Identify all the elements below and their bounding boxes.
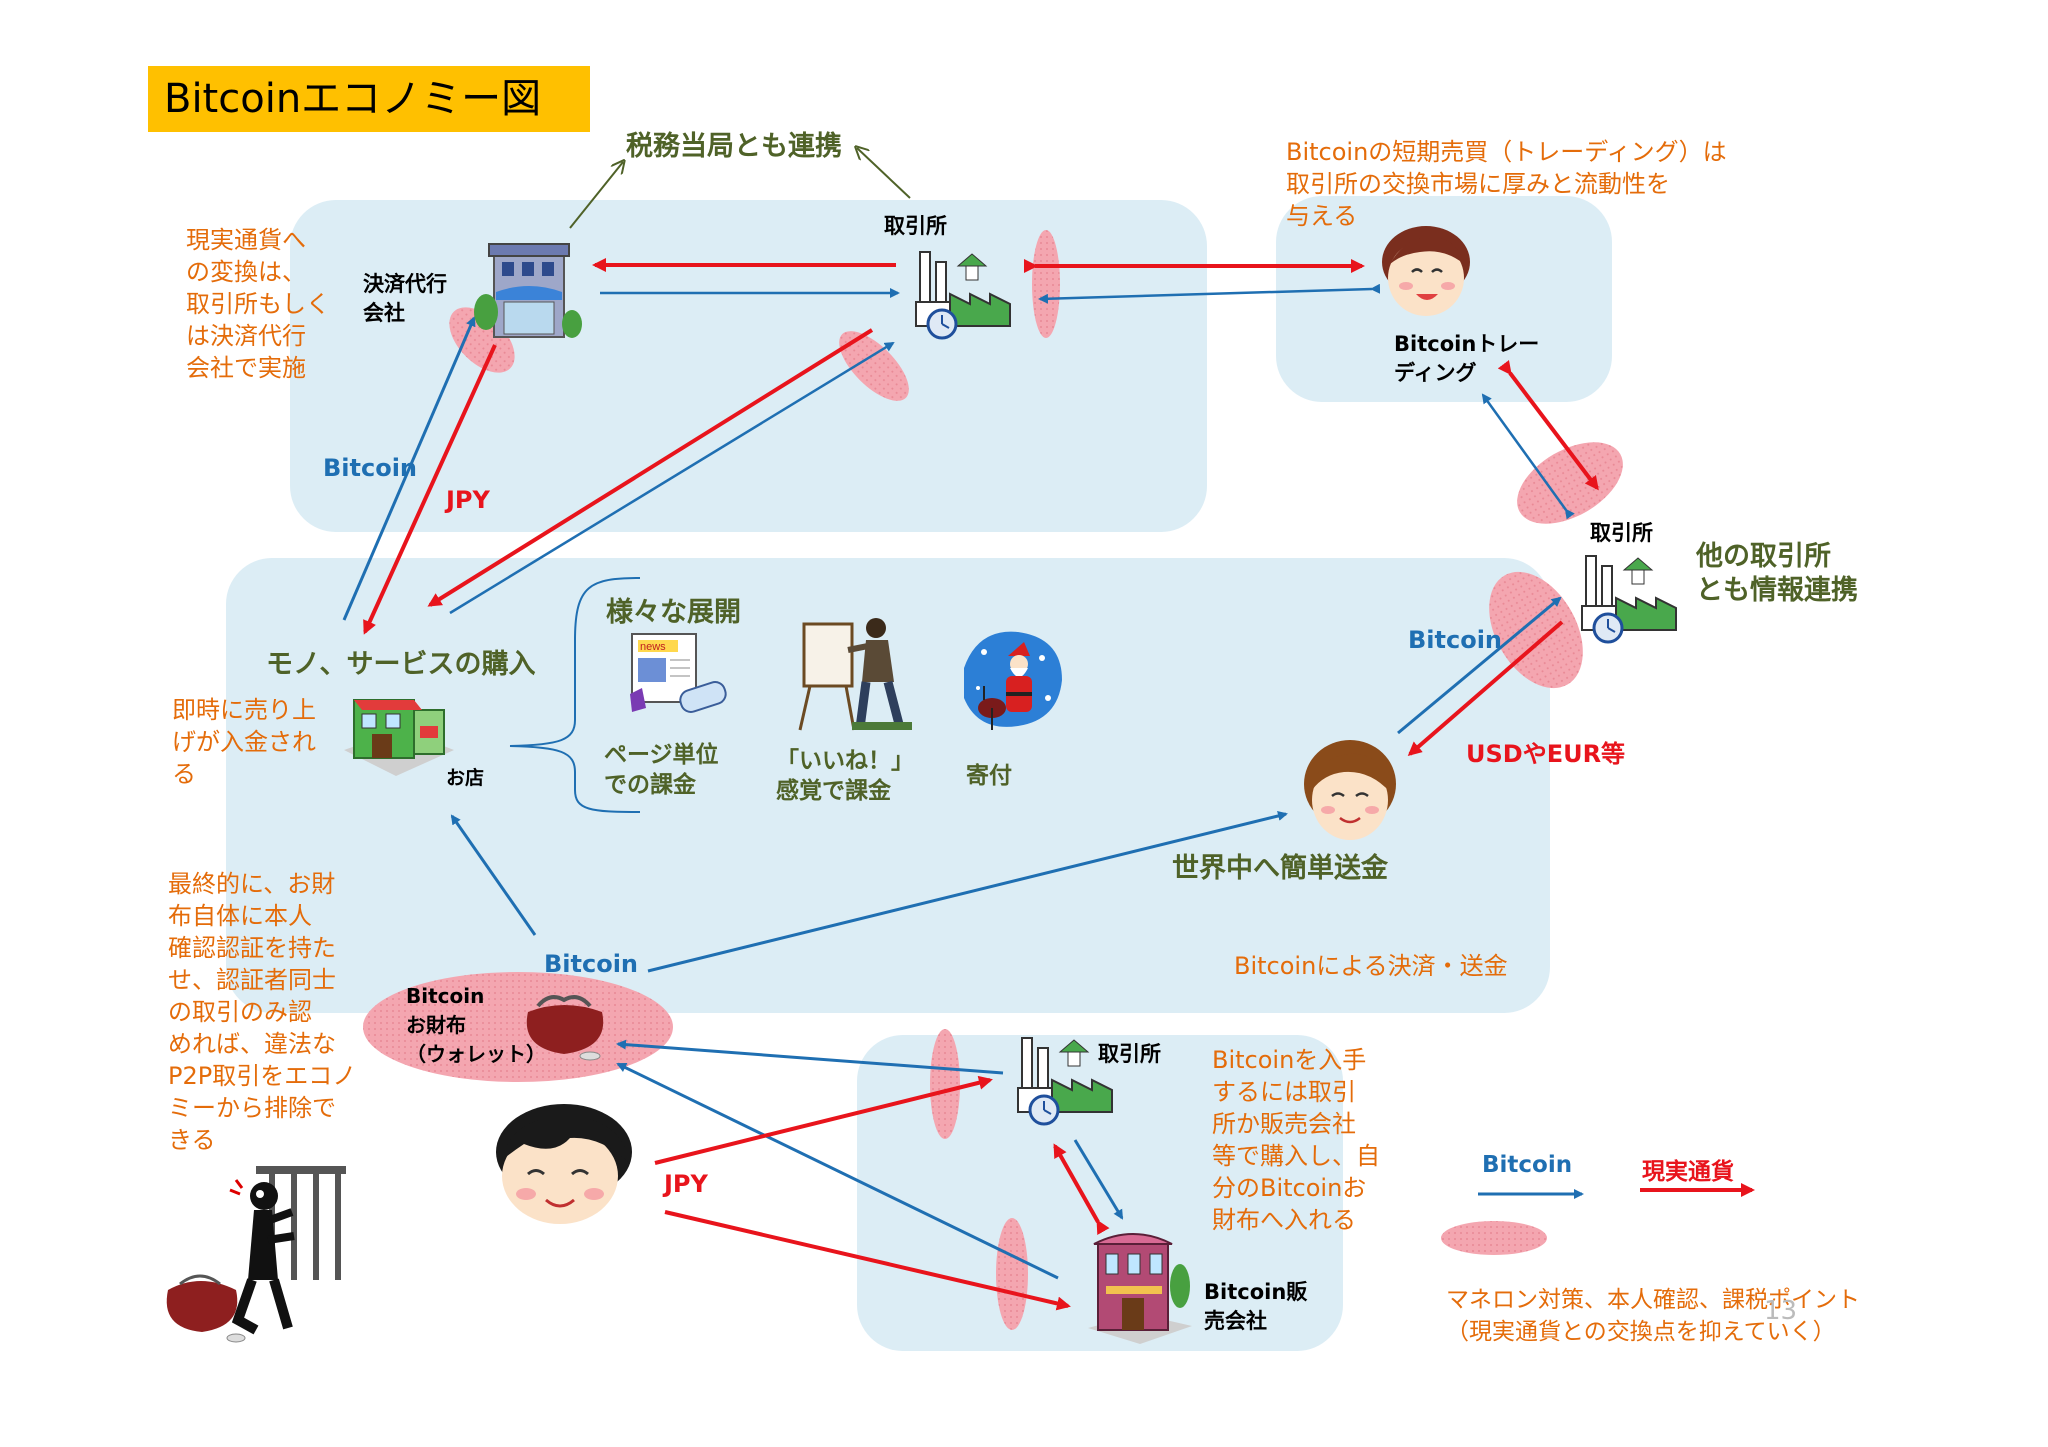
brace	[509, 577, 641, 813]
purchase-label: モノ、サービスの購入	[266, 649, 536, 680]
final-note: 最終的に、お財 布自体に本人 確認認証を持た せ、認証者同士 の取引のみ認 めれ…	[168, 870, 357, 1154]
bitcoin-wallet-flow-label: Bitcoin	[544, 950, 639, 978]
trader-face-icon	[1378, 224, 1474, 320]
svg-text:news: news	[640, 641, 666, 653]
world-transfer-label: 世界中へ簡単送金	[1172, 853, 1388, 884]
usd-eur-flow-label: USDやEUR等	[1466, 740, 1626, 768]
like-label: 「いいね！」 感覚で課金	[776, 748, 914, 804]
page-title: Bitcoinエコノミー図	[148, 66, 590, 132]
user-face-icon	[484, 1100, 644, 1230]
wallet-label: Bitcoin お財布 （ウォレット）	[406, 984, 546, 1066]
jail-criminal-icon	[160, 1160, 350, 1350]
painter-icon	[796, 610, 912, 734]
per-page-label: ページ単位 での課金	[604, 742, 719, 798]
exchange-right-note: 他の取引所 とも情報連携	[1696, 541, 1858, 606]
legend-fiat-label: 現実通貨	[1642, 1159, 1734, 1185]
exchange-top-factory-icon	[910, 244, 1014, 342]
page-number: 13	[1764, 1296, 1798, 1326]
legend-bitcoin-label: Bitcoin	[1482, 1152, 1573, 1178]
wallet-purse-icon	[520, 990, 610, 1064]
seller-label: Bitcoin販 売会社	[1204, 1280, 1308, 1333]
donation-label: 寄付	[966, 763, 1012, 789]
shop-label: お店	[446, 767, 485, 789]
bitcoin-flow-label-right: Bitcoin	[1408, 626, 1503, 654]
news-icon: news	[620, 628, 730, 720]
exchange-bottom-factory-icon	[1012, 1030, 1116, 1128]
exchange-right-label: 取引所	[1590, 521, 1653, 545]
legend-checkpoint-note: マネロン対策、本人確認、課税ポイント （現実通貨との交換点を抑えていく）	[1446, 1287, 1860, 1345]
exchange-right-factory-icon	[1576, 548, 1680, 646]
acquire-note: Bitcoinを入手 するには取引 所か販売会社 等で購入し、自 分のBitco…	[1212, 1046, 1380, 1234]
jpy-flow-label-left: JPY	[446, 486, 490, 514]
exchange-bottom-label: 取引所	[1098, 1042, 1161, 1066]
tax-authority-label: 税務当局とも連携	[626, 131, 842, 162]
payment-agent-building-icon	[474, 232, 584, 347]
exchange-top-label: 取引所	[884, 214, 947, 238]
instant-note: 即時に売り上 げが入金され る	[172, 696, 316, 788]
trader-label: Bitcoinトレー ディング	[1394, 332, 1540, 385]
world-sender-face-icon	[1300, 740, 1400, 844]
bitcoin-flow-label-left: Bitcoin	[323, 454, 418, 482]
shop-icon	[336, 680, 460, 782]
seller-building-icon	[1084, 1222, 1194, 1346]
payment-agent-label: 決済代行 会社	[363, 272, 447, 325]
jpy-flow-label-bottom: JPY	[664, 1170, 708, 1198]
conversion-note: 現実通貨へ の変換は、 取引所もしく は決済代行 会社で実施	[186, 226, 330, 382]
payment-note: Bitcoinによる決済・送金	[1234, 952, 1508, 980]
donation-santa-icon	[958, 628, 1068, 740]
trading-note: Bitcoinの短期売買（トレーディング）は 取引所の交換市場に厚みと流動性を …	[1286, 138, 1727, 230]
various-label: 様々な展開	[606, 597, 741, 628]
